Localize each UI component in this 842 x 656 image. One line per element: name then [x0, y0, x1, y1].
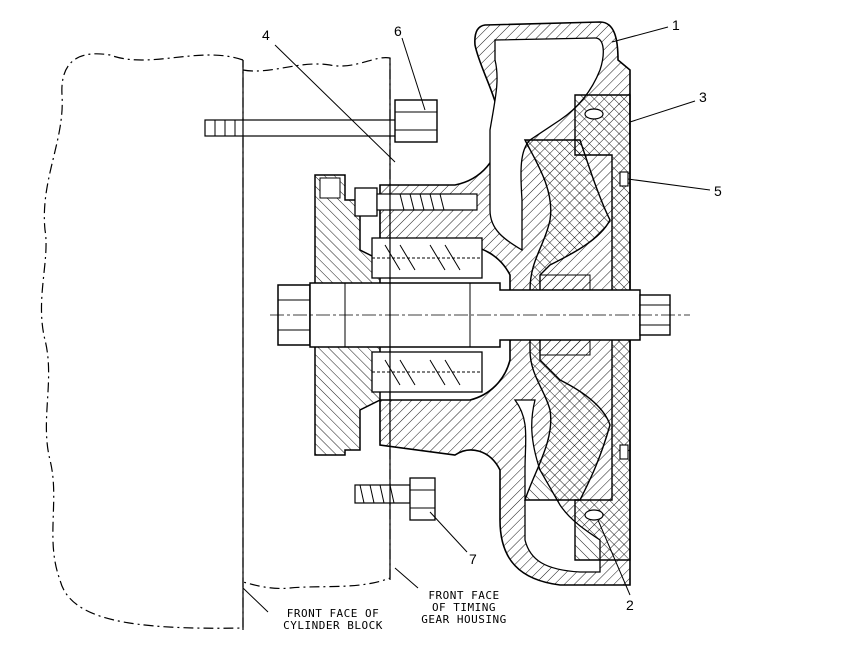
caption-timing-gear-housing: FRONT FACE OF TIMING GEAR HOUSING	[408, 590, 520, 626]
leader-7	[429, 511, 468, 553]
leader-1	[611, 26, 669, 43]
leader-5	[627, 178, 711, 191]
leader-6	[401, 37, 426, 111]
leader-block-face	[242, 587, 269, 613]
shaft-seal-upper	[539, 274, 591, 291]
pump-shaft	[309, 282, 641, 348]
callout-7: 7	[469, 551, 477, 567]
callout-2: 2	[626, 597, 634, 613]
caption-cylinder-block-line-1: FRONT FACE OF	[286, 607, 380, 620]
leader-4	[274, 44, 396, 163]
gear-teeth-top	[319, 177, 341, 199]
o-ring-lower	[584, 509, 604, 521]
o-ring-cover-lower	[619, 444, 629, 460]
shaft-seal-lower	[539, 339, 591, 356]
callout-5: 5	[714, 183, 722, 199]
caption-timing-gear-housing-line-3: GEAR HOUSING	[421, 613, 507, 626]
lower-bolt	[354, 477, 436, 521]
bearing-upper	[371, 237, 483, 279]
callout-3: 3	[699, 89, 707, 105]
caption-timing-gear-housing-line-2: OF TIMING	[431, 601, 497, 614]
water-passage	[489, 37, 604, 252]
caption-timing-gear-housing-line-1: FRONT FACE	[428, 589, 500, 602]
caption-cylinder-block: FRONT FACE OF CYLINDER BLOCK	[268, 608, 398, 632]
leader-2	[597, 519, 631, 596]
callout-1: 1	[672, 17, 680, 33]
upper-bolt	[354, 187, 478, 217]
cylinder-block-outline	[40, 53, 244, 629]
o-ring-cover-upper	[619, 171, 629, 187]
impeller	[523, 139, 611, 501]
o-ring-upper	[584, 108, 604, 120]
mounting-nut	[394, 99, 438, 143]
callout-6: 6	[394, 23, 402, 39]
callout-4: 4	[262, 27, 270, 43]
leader-housing-face	[394, 567, 419, 589]
leader-3	[629, 100, 696, 123]
caption-cylinder-block-line-2: CYLINDER BLOCK	[283, 619, 383, 632]
bearing-lower	[371, 351, 483, 393]
